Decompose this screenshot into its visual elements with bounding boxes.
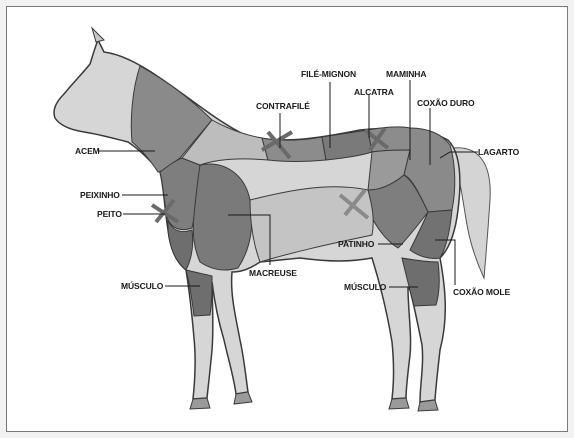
hoof	[418, 400, 438, 411]
label-coxao-duro: COXÃO DURO	[417, 98, 475, 108]
hoof	[389, 398, 409, 409]
label-alcatra: ALCATRA	[354, 87, 394, 97]
label-macreuse: MACREUSE	[249, 268, 297, 278]
label-coxao-mole: COXÃO MOLE	[453, 287, 510, 297]
hoof	[190, 398, 210, 409]
cut-contrafile	[262, 137, 326, 162]
label-peixinho: PEIXINHO	[80, 190, 120, 200]
label-maminha: MAMINHA	[386, 69, 426, 79]
label-peito: PEITO	[97, 209, 122, 219]
label-contrafile: CONTRAFILÉ	[256, 101, 310, 111]
hoof	[234, 392, 252, 404]
label-musculo-front: MÚSCULO	[121, 281, 163, 291]
ear	[92, 28, 104, 42]
label-musculo-rear: MÚSCULO	[344, 282, 386, 292]
label-file-mignon: FILÉ-MIGNON	[301, 69, 356, 79]
label-lagarto: LAGARTO	[478, 147, 519, 157]
label-acem: ACEM	[75, 146, 100, 156]
label-patinho: PATINHO	[338, 239, 374, 249]
